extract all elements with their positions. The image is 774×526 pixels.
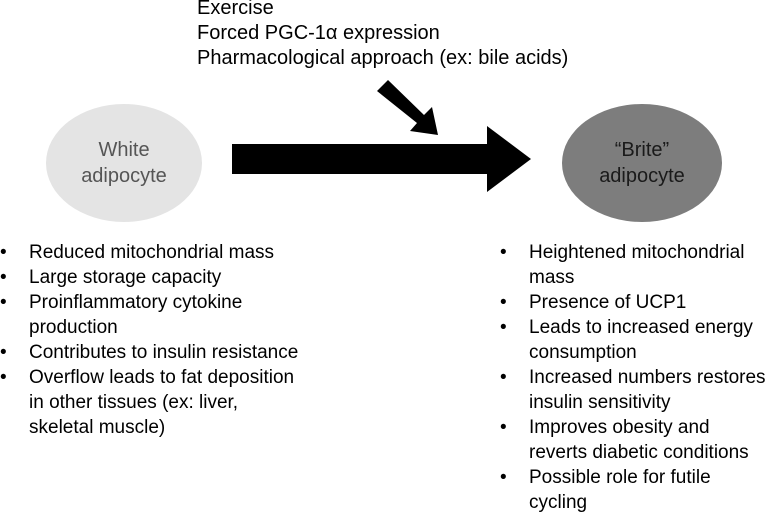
brite-adipocyte: “Brite” adipocyte (562, 104, 722, 222)
white-adipocyte-label: White adipocyte (81, 139, 167, 187)
property-item: Heightened mitochondrial mass (500, 240, 772, 290)
white-adipocyte-properties: Reduced mitochondrial mass Large storage… (0, 240, 300, 440)
intervention-item: Forced PGC-1α expression (197, 22, 440, 44)
property-item: Reduced mitochondrial mass (0, 240, 300, 265)
property-item: Large storage capacity (0, 265, 300, 290)
property-item: Possible role for futile cycling (500, 465, 772, 515)
property-item: Increased numbers restores insulin sensi… (500, 365, 772, 415)
property-item: Leads to increased energy consumption (500, 315, 772, 365)
intervention-list: Exercise Forced PGC-1α expression Pharma… (197, 0, 568, 71)
brite-adipocyte-label: “Brite” adipocyte (599, 139, 685, 187)
intervention-arrow (377, 80, 438, 135)
main-conversion-arrow (232, 126, 531, 192)
intervention-item: Exercise (197, 0, 274, 19)
property-item: Proinflammatory cytokine production (0, 290, 300, 340)
property-item: Presence of UCP1 (500, 290, 772, 315)
white-adipocyte: White adipocyte (46, 104, 202, 222)
property-item: Improves obesity and reverts diabetic co… (500, 415, 772, 465)
property-item: Overflow leads to fat deposition in othe… (0, 365, 300, 440)
intervention-item: Pharmacological approach (ex: bile acids… (197, 47, 569, 69)
brite-adipocyte-properties: Heightened mitochondrial mass Presence o… (500, 240, 772, 515)
property-item: Contributes to insulin resistance (0, 340, 300, 365)
